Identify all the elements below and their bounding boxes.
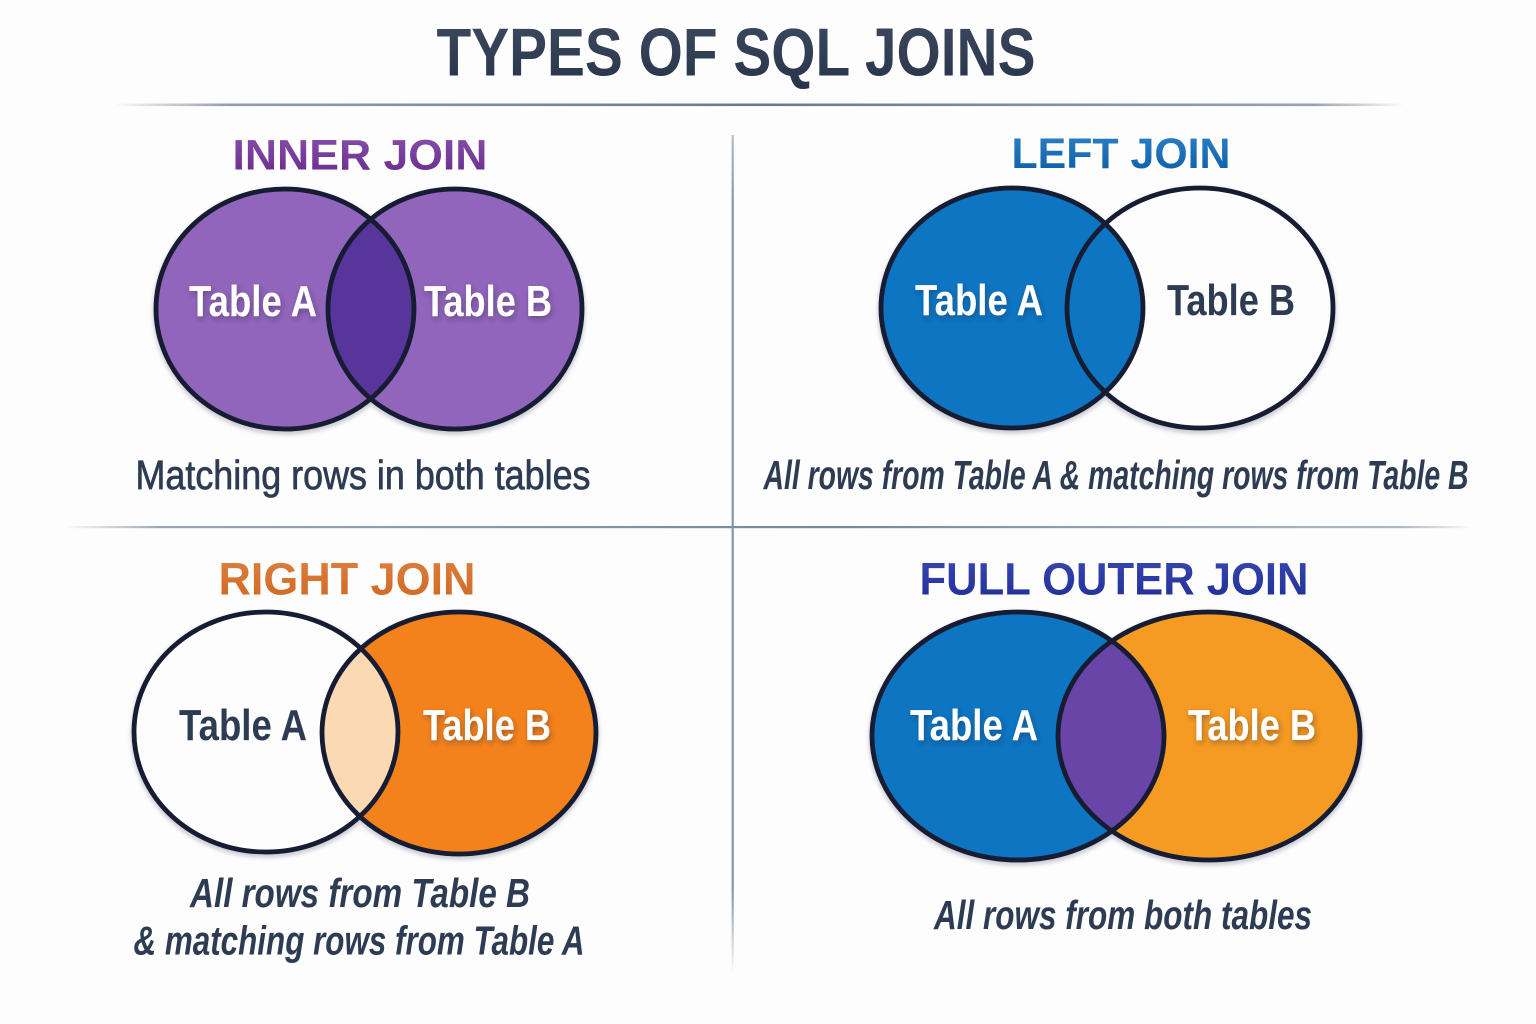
svg-text:All rows from Table A & matchi: All rows from Table A & matching rows fr… bbox=[763, 452, 1469, 498]
svg-text:TYPES OF SQL JOINS: TYPES OF SQL JOINS bbox=[437, 15, 1036, 91]
svg-text:Table A: Table A bbox=[189, 277, 317, 326]
svg-text:RIGHT JOIN: RIGHT JOIN bbox=[219, 554, 476, 605]
svg-text:All rows from Table B: All rows from Table B bbox=[189, 870, 530, 916]
svg-text:Table B: Table B bbox=[1188, 701, 1316, 750]
svg-text:INNER JOIN: INNER JOIN bbox=[233, 132, 488, 180]
svg-text:All rows from both tables: All rows from both tables bbox=[933, 892, 1312, 938]
svg-text:FULL OUTER JOIN: FULL OUTER JOIN bbox=[920, 554, 1309, 605]
svg-text:& matching rows from Table A: & matching rows from Table A bbox=[134, 918, 585, 964]
svg-text:LEFT JOIN: LEFT JOIN bbox=[1012, 130, 1231, 178]
svg-text:Table B: Table B bbox=[1167, 276, 1295, 325]
svg-text:Table A: Table A bbox=[179, 701, 307, 750]
svg-text:Table B: Table B bbox=[424, 277, 552, 326]
svg-text:Table B: Table B bbox=[423, 701, 551, 750]
svg-text:Matching rows in both tables: Matching rows in both tables bbox=[136, 452, 591, 498]
svg-text:Table A: Table A bbox=[910, 701, 1038, 750]
svg-text:Table A: Table A bbox=[915, 276, 1043, 325]
